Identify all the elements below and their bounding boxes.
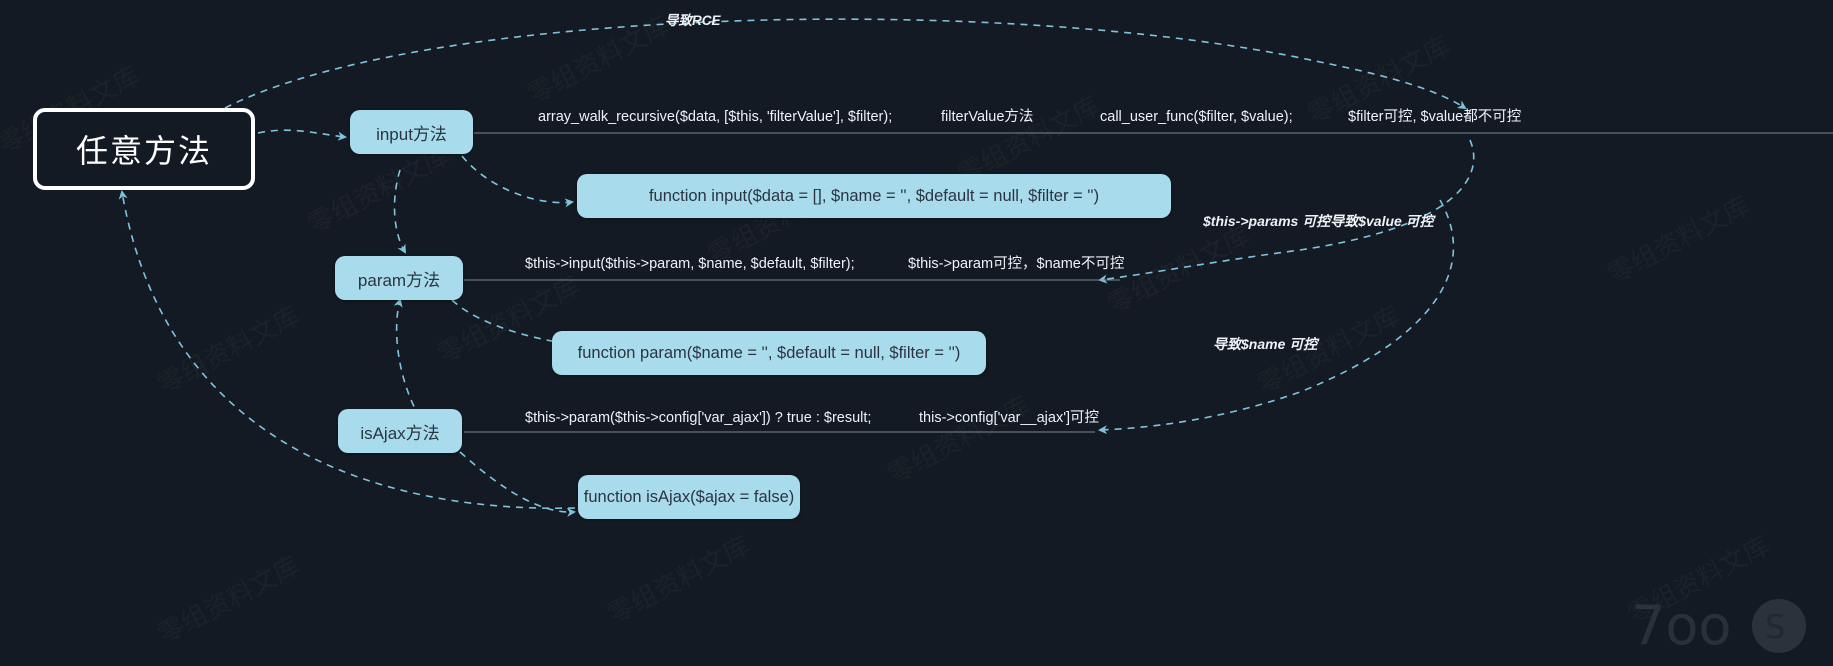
watermark-text: 零组资料文库 (153, 550, 306, 651)
watermark-text: 零组资料文库 (1623, 530, 1776, 631)
watermark-text: 零组资料文库 (883, 390, 1036, 491)
watermark-text: 零组资料文库 (523, 10, 676, 111)
node-function-param-label: function param($name = '', $default = nu… (577, 343, 961, 362)
node-param-method-label: param方法 (357, 270, 441, 290)
edge-label-filter-controllable: $filter可控, $value都不可控 (1348, 109, 1522, 125)
edge-label-this-input-call: $this->input($this->param, $name, $defau… (525, 256, 855, 272)
edge-label-var-ajax-controllable: this->config['var__ajax']可控 (919, 410, 1100, 426)
edge-label-rce: 导致RCE (665, 13, 721, 28)
node-isajax-method-label: isAjax方法 (360, 423, 440, 443)
edge-label-array-walk-recursive: array_walk_recursive($data, [$this, 'fil… (538, 109, 893, 125)
node-function-isajax-label: function isAjax($ajax = false) (583, 487, 795, 506)
node-param-method[interactable]: param方法 (335, 256, 463, 300)
node-isajax-method[interactable]: isAjax方法 (338, 409, 462, 453)
root-node-label: 任意方法 (75, 132, 212, 170)
edge-label-params-note: $this->params 可控导致$value 可控 (1203, 213, 1434, 229)
node-function-input[interactable]: function input($data = [], $name = '', $… (577, 174, 1171, 218)
node-input-method-label: input方法 (376, 124, 447, 144)
node-function-input-label: function input($data = [], $name = '', $… (648, 186, 1100, 205)
watermark-text: 零组资料文库 (153, 300, 306, 401)
node-input-method[interactable]: input方法 (350, 110, 473, 154)
watermark-text: 零组资料文库 (1603, 190, 1756, 291)
svg-text:S: S (1765, 608, 1785, 646)
edge-label-filtervalue-method: filterValue方法 (941, 109, 1034, 125)
site-logo-watermark: 7oo S (1631, 594, 1806, 657)
node-function-param[interactable]: function param($name = '', $default = nu… (552, 331, 986, 375)
node-function-isajax[interactable]: function isAjax($ajax = false) (578, 475, 800, 519)
root-node[interactable]: 任意方法 (33, 108, 255, 190)
watermark-text: 零组资料文库 (603, 530, 756, 631)
edge-label-param-controllable: $this->param可控，$name不可控 (908, 256, 1125, 272)
edge-label-name-note: 导致$name 可控 (1213, 336, 1318, 352)
edge-label-isajax-call: $this->param($this->config['var_ajax']) … (525, 410, 872, 426)
edge-label-call-user-func: call_user_func($filter, $value); (1100, 109, 1293, 125)
svg-text:7oo: 7oo (1631, 594, 1731, 657)
